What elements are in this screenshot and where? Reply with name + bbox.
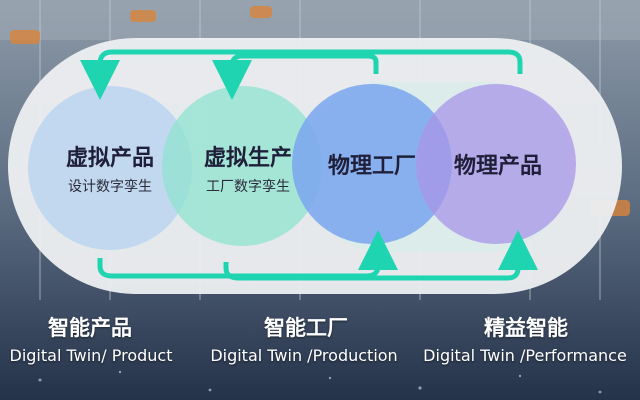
arrow-bottom-right <box>223 230 538 281</box>
circle-physical-product <box>416 84 576 244</box>
circle-virtual-production <box>162 86 322 246</box>
caption-cn-performance: 精益智能 <box>484 316 568 340</box>
caption-cn-product: 智能产品 <box>48 316 132 340</box>
stage-title-physical-factory: 物理工厂 <box>327 153 416 179</box>
arrow-top-inner <box>212 53 379 100</box>
stage-subtitle-virtual-product: 设计数字孪生 <box>68 179 152 195</box>
caption-en-performance: Digital Twin /Performance <box>423 346 627 365</box>
stage-title-virtual-product: 虚拟产品 <box>65 145 154 171</box>
caption-en-production: Digital Twin /Production <box>210 346 398 365</box>
stage-title-physical-product: 物理产品 <box>453 153 542 179</box>
circle-virtual-product <box>28 86 192 250</box>
stage-subtitle-virtual-production: 工厂数字孪生 <box>206 179 290 195</box>
circle-physical-factory <box>292 84 452 244</box>
caption-cn-production: 智能工厂 <box>264 316 348 340</box>
stage-title-virtual-production: 虚拟生产 <box>203 145 292 171</box>
arrow-top-outer <box>80 49 523 100</box>
arrow-bottom-left <box>97 230 398 279</box>
caption-en-product: Digital Twin/ Product <box>9 346 173 365</box>
